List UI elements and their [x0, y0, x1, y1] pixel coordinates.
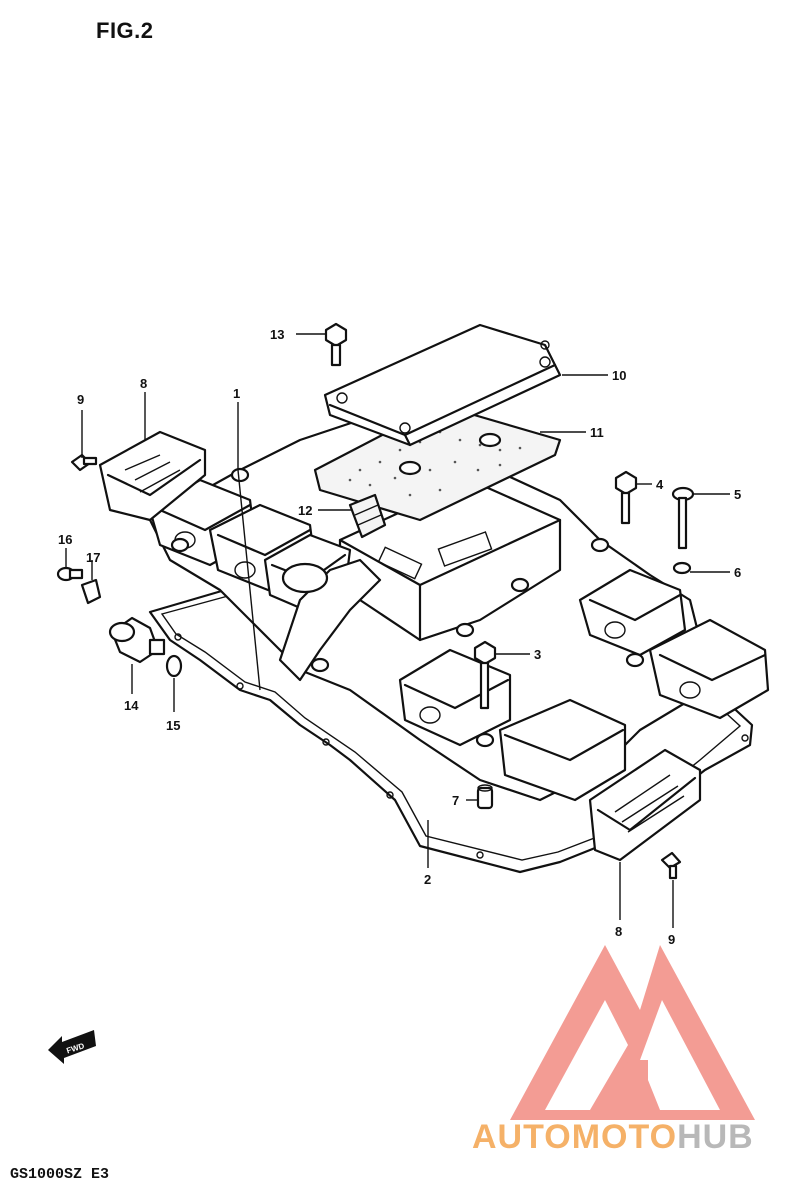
cam-cap-right-2 [648, 618, 770, 720]
callout-4: 4 [656, 477, 664, 492]
callout-15: 15 [166, 718, 180, 733]
callout-6: 6 [734, 565, 741, 580]
breather-cover-hole-2 [399, 422, 411, 434]
cam-cap-front-2 [498, 698, 627, 802]
oil-filler-cap-14 [108, 616, 166, 664]
bolt-5 [671, 486, 695, 550]
figure-title: FIG.2 [96, 18, 154, 43]
screw-9-right [660, 851, 682, 880]
callout-14: 14 [124, 698, 139, 713]
bolt-4 [614, 470, 638, 525]
gasket-11-hole-1 [398, 460, 422, 476]
callout-8-right: 8 [615, 924, 622, 939]
breather-cover-hole-4 [540, 340, 550, 350]
brand-part-1: AUTOMOTO [472, 1118, 678, 1156]
callout-2: 2 [424, 872, 431, 887]
callout-7: 7 [452, 793, 459, 808]
model-code: GS1000SZ E3 [10, 1166, 110, 1183]
breather-slot-2 [377, 546, 423, 580]
bolt-13 [324, 322, 348, 367]
bolt-16 [56, 566, 84, 582]
callout-3: 3 [534, 647, 541, 662]
screw-9-left [70, 453, 98, 472]
watermark-brand: AUTOMOTOHUB [472, 1118, 754, 1157]
callout-13: 13 [270, 327, 284, 342]
callout-16: 16 [58, 532, 72, 547]
forward-arrow-icon: FWD [48, 1030, 96, 1064]
callout-9-right: 9 [668, 932, 675, 947]
o-ring-15 [165, 654, 183, 678]
callout-8-left: 8 [140, 376, 147, 391]
bolt-3 [473, 640, 497, 710]
callout-17: 17 [86, 550, 100, 565]
callout-9-left: 9 [77, 392, 84, 407]
cam-end-cap-right [588, 748, 702, 862]
callout-5: 5 [734, 487, 741, 502]
leader-lines [65, 333, 730, 928]
callout-11: 11 [590, 425, 604, 440]
washer-6 [672, 561, 692, 575]
breather-cover [323, 323, 562, 447]
breather-plate-lines [354, 504, 382, 526]
gasket-11-hole-2 [478, 432, 502, 448]
watermark-logo-icon [510, 945, 755, 1120]
cam-end-cap-left [98, 430, 207, 522]
callout-10: 10 [612, 368, 626, 383]
cam-cap-right-1 [578, 568, 687, 657]
breather-slot [437, 531, 493, 567]
callout-1: 1 [233, 386, 240, 401]
breather-cover-hole-1 [336, 392, 348, 404]
callout-12: 12 [298, 503, 312, 518]
base-bolts [170, 467, 645, 748]
breather-cover-hole-3 [539, 356, 551, 368]
brand-part-2: HUB [677, 1118, 754, 1156]
breather-cover-edge-2 [403, 433, 412, 447]
tube-flange [281, 562, 329, 594]
dowel-7 [476, 784, 494, 810]
washer-17 [80, 578, 102, 605]
